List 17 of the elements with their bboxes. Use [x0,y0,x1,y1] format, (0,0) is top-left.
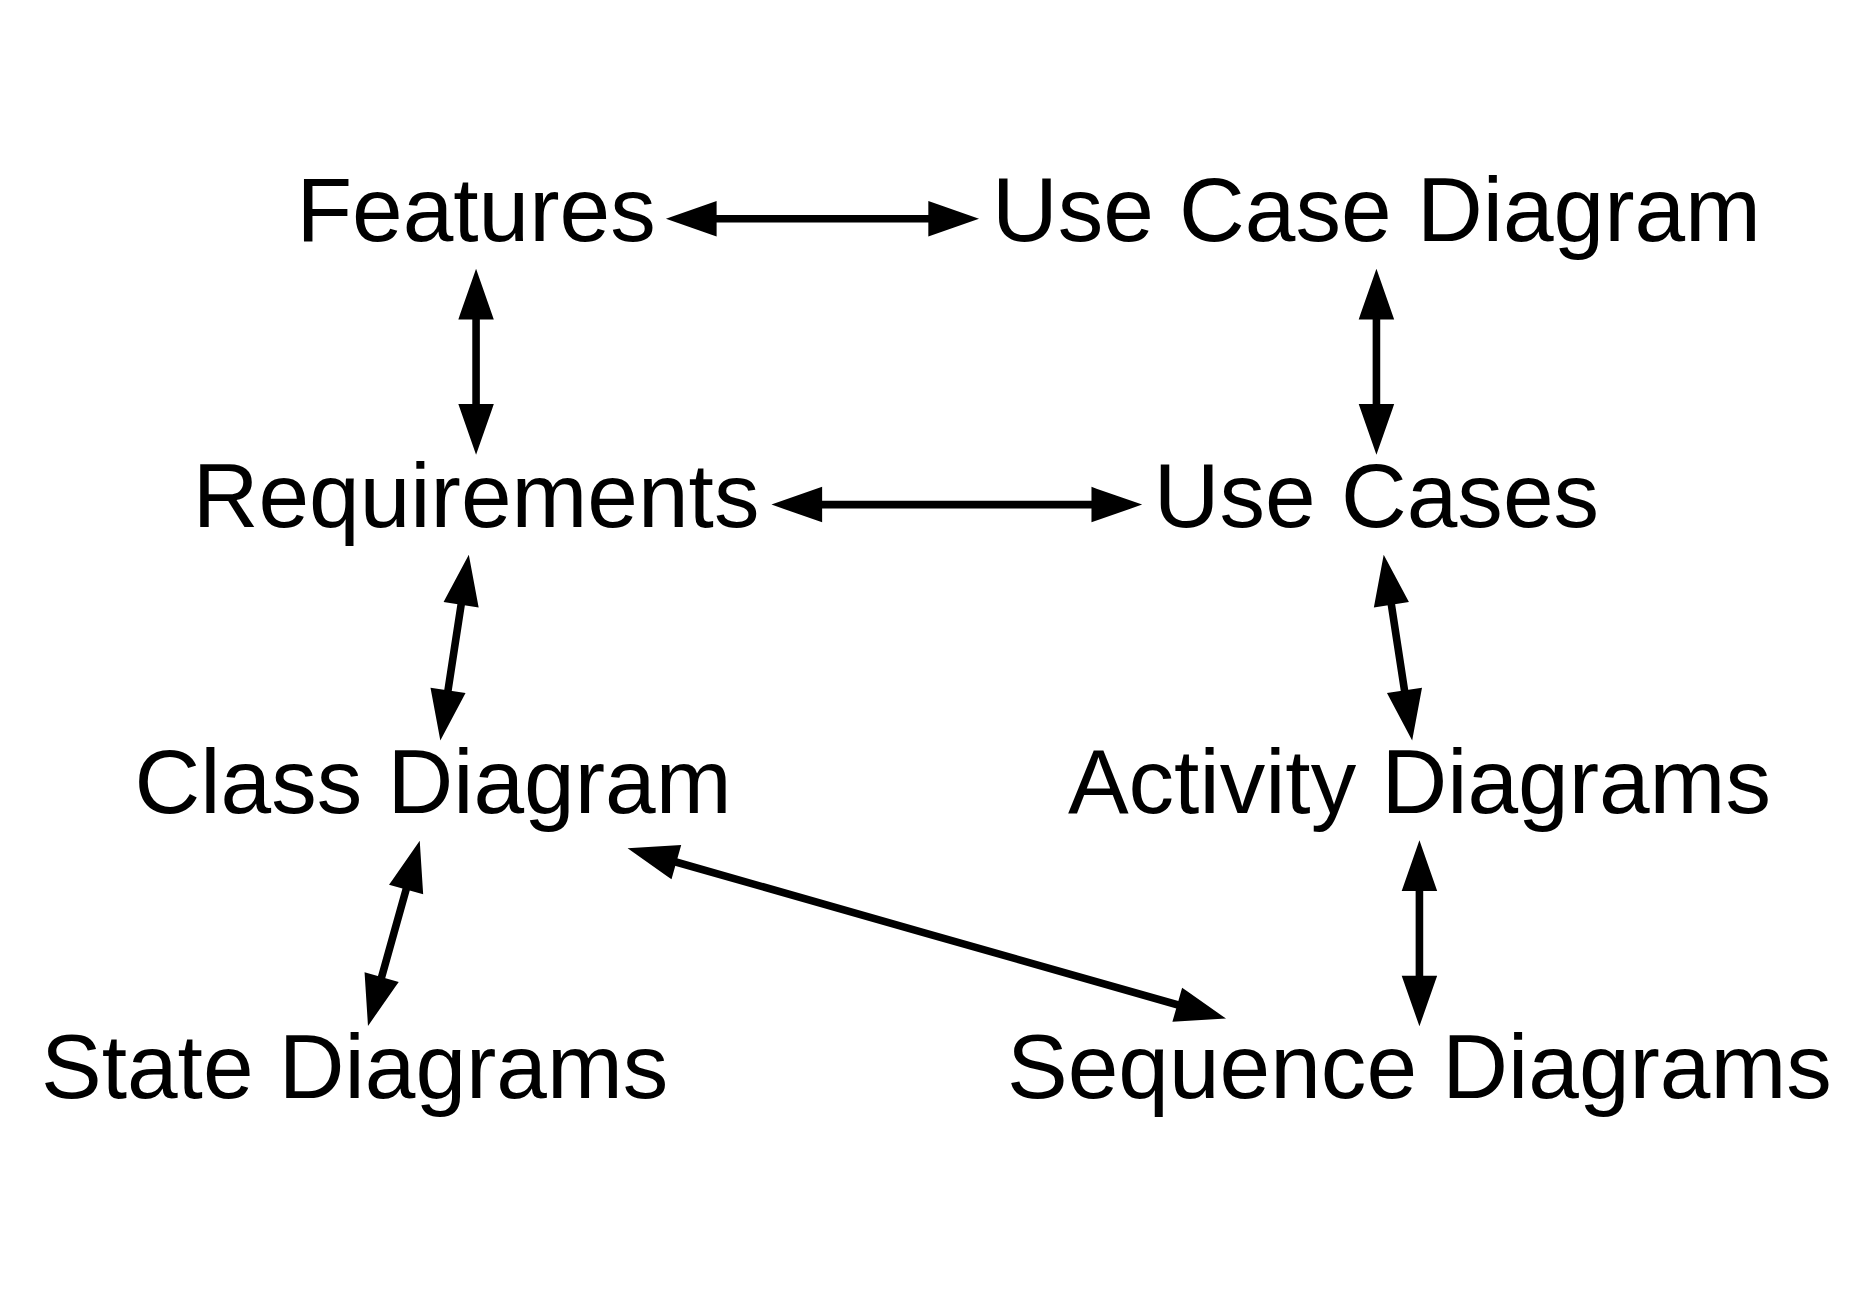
arrow [1401,840,1438,1027]
node-text: Sequence Diagrams [1007,1016,1832,1118]
node-text: Class Diagram [134,730,732,832]
node-text: Requirements [192,444,760,546]
node-text: Features [296,159,656,261]
arrow [364,840,424,1026]
node-text: Use Case Diagram [991,159,1761,261]
node-text: Activity Diagrams [1067,730,1771,832]
arrow [771,486,1143,523]
arrow [665,201,979,237]
arrow [430,554,479,741]
arrow [1373,554,1422,741]
arrow [1358,268,1395,455]
arrow [627,845,1227,1022]
arrow [458,268,494,455]
node-text: Use Cases [1153,444,1600,546]
node-text: State Diagrams [40,1016,669,1118]
